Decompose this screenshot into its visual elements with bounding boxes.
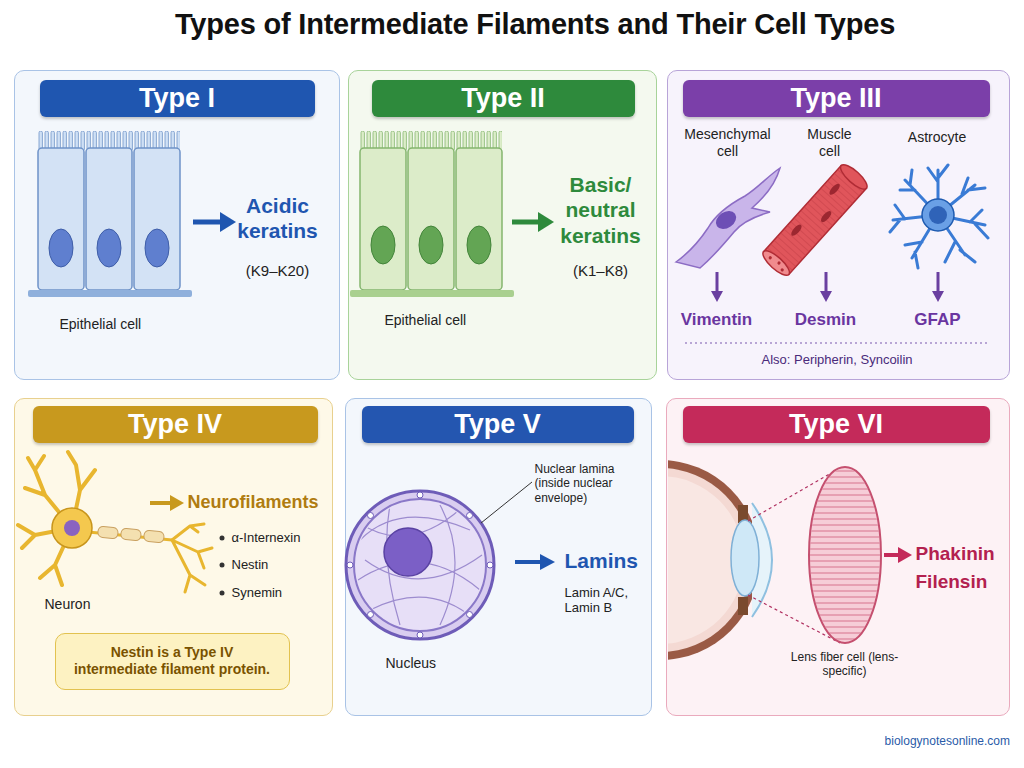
cell-label: Lens fiber cell (lens-specific): [790, 650, 900, 679]
type-header: Type V: [362, 406, 634, 443]
note-text: Nestin is a Type IV intermediate filamen…: [56, 634, 289, 689]
callout-text: Nuclear lamina (inside nuclear envelope): [535, 462, 635, 506]
cell-label: Muscle cell: [800, 126, 860, 160]
type-header: Type VI: [683, 406, 990, 443]
filament-name: Neurofilaments: [188, 492, 334, 514]
filament-name: Vimentin: [672, 310, 762, 331]
type-panel: Type VI PhakininFilensinLens fiber cell (…: [666, 398, 1010, 716]
note-text: Also: Peripherin, Syncoilin: [690, 352, 985, 368]
type-panel: Type IV Neurofilaments α-InternexinNestinS…: [14, 398, 333, 716]
type-panel: Type V Nuclear lamina (inside nuclear env…: [345, 398, 652, 716]
cell-label: Mesenchymal cell: [678, 126, 778, 160]
type-panel: Type I Acidic keratins (K9–K20) Epithelial …: [14, 70, 340, 380]
keratin-range: (K9–K20): [230, 262, 326, 280]
protein-item: α-Internexin: [232, 530, 332, 546]
cell-label: Epithelial cell: [60, 316, 180, 333]
diagram-title: Types of Intermediate Filaments and Thei…: [40, 8, 1024, 41]
filament-name: GFAP: [893, 310, 983, 331]
type-panel: Type II Basic/ neutral keratins (K1–K8) Epi…: [348, 70, 657, 380]
filament-name: Acidic keratins: [232, 193, 324, 244]
protein-item: Synemin: [232, 585, 332, 601]
protein-item: Lamin A/C, Lamin B: [565, 585, 645, 617]
type-panel: Type III Mesenchymal cell Muscle cell Astro…: [667, 70, 1010, 380]
type-header: Type IV: [33, 406, 318, 443]
filament-name: Lamins: [565, 548, 650, 574]
filament-name: Desmin: [781, 310, 871, 331]
filament-name: Basic/ neutral keratins: [555, 172, 647, 249]
cell-label: Neuron: [45, 596, 125, 613]
cell-label: Astrocyte: [890, 129, 985, 146]
watermark: biologynotesonline.com: [840, 734, 1010, 748]
type-header: Type I: [40, 80, 315, 117]
type-header: Type III: [683, 80, 990, 117]
cell-label: Epithelial cell: [385, 312, 505, 329]
type-header: Type II: [372, 80, 635, 117]
filament-name: Filensin: [916, 570, 1006, 593]
note-box: Nestin is a Type IV intermediate filamen…: [55, 633, 290, 690]
cell-label: Nucleus: [386, 655, 466, 672]
protein-item: Nestin: [232, 557, 332, 573]
keratin-range: (K1–K8): [555, 262, 647, 280]
filament-name: Phakinin: [916, 542, 1006, 565]
